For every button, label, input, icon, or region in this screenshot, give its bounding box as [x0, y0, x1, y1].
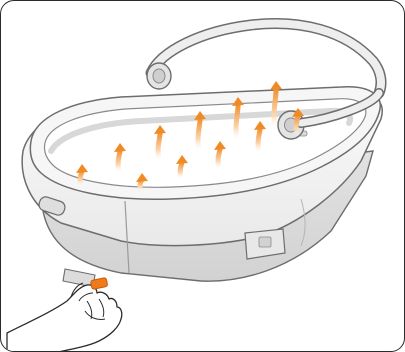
- handle-icon: [147, 24, 381, 94]
- hand-icon: [7, 283, 122, 352]
